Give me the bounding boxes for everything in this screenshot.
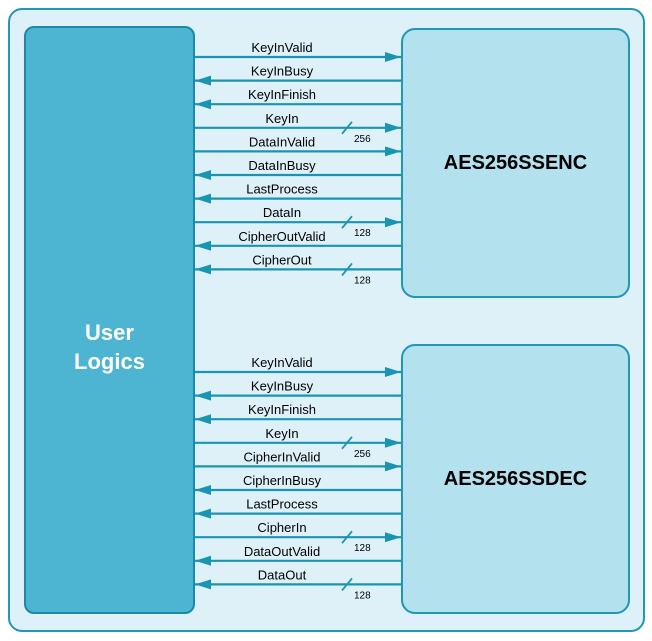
decoder-signal-label: DataOut	[258, 567, 307, 582]
decoder-arrowhead-LastProcess	[195, 508, 211, 519]
encoder-signal-label: DataInBusy	[248, 158, 316, 173]
decoder-signal-label: LastProcess	[246, 497, 318, 512]
decoder-bus-slash	[341, 530, 353, 544]
decoder-signal-label: KeyInValid	[251, 355, 312, 370]
decoder-arrowhead-DataOut	[195, 579, 211, 590]
encoder-signal-label: LastProcess	[246, 182, 318, 197]
encoder-signal-label: KeyIn	[265, 111, 298, 126]
encoder-signal-label: KeyInValid	[251, 40, 312, 55]
decoder-arrowhead-KeyInBusy	[195, 390, 211, 401]
encoder-arrowhead-CipherOutValid	[195, 240, 211, 251]
decoder-arrowhead-CipherInBusy	[195, 485, 211, 495]
decoder-bus-width-label: 128	[354, 590, 371, 601]
encoder-bus-slash	[341, 262, 353, 276]
decoder-arrowhead-CipherIn	[385, 532, 401, 543]
decoder-title: AES256SSDEC	[443, 467, 588, 490]
decoder-arrowhead-DataOutValid	[195, 555, 211, 566]
decoder-signal-label: CipherInValid	[243, 449, 320, 464]
encoder-signal-label: DataIn	[263, 205, 301, 220]
decoder-block: AES256SSDEC	[401, 344, 630, 614]
decoder-bus-slash	[341, 436, 353, 450]
decoder-signal-label: KeyInBusy	[251, 379, 314, 394]
encoder-signal-label: CipherOutValid	[238, 229, 325, 244]
encoder-bus-slash	[341, 121, 353, 135]
encoder-signal-label: KeyInFinish	[248, 87, 316, 102]
decoder-signal-label: KeyIn	[265, 426, 298, 441]
encoder-arrowhead-KeyIn	[385, 122, 401, 133]
encoder-signal-label: CipherOut	[252, 252, 312, 267]
encoder-bus-width-label: 128	[354, 275, 371, 286]
encoder-arrowhead-KeyInFinish	[195, 99, 211, 110]
decoder-arrowhead-CipherInValid	[385, 461, 401, 472]
encoder-arrowhead-KeyInBusy	[195, 75, 211, 86]
encoder-bus-width-label: 128	[354, 228, 371, 239]
encoder-title: AES256SSENC	[443, 151, 588, 174]
encoder-arrowhead-CipherOut	[195, 264, 211, 275]
encoder-arrowhead-LastProcess	[195, 193, 211, 204]
decoder-signal-label: DataOutValid	[244, 544, 320, 559]
encoder-block: AES256SSENC	[401, 28, 630, 298]
encoder-arrowhead-DataInBusy	[195, 170, 211, 180]
decoder-arrowhead-KeyInFinish	[195, 414, 211, 425]
decoder-signal-label: KeyInFinish	[248, 402, 316, 417]
encoder-signal-group: KeyInValidKeyInBusyKeyInFinishKeyIn256Da…	[195, 40, 401, 286]
decoder-bus-width-label: 128	[354, 543, 371, 554]
encoder-arrowhead-KeyInValid	[385, 52, 401, 62]
user-logics-block: User Logics	[24, 26, 195, 614]
encoder-arrowhead-DataInValid	[385, 146, 401, 157]
encoder-bus-width-label: 256	[354, 134, 371, 145]
encoder-arrowhead-DataIn	[385, 217, 401, 228]
decoder-bus-width-label: 256	[354, 449, 371, 460]
decoder-signal-group: KeyInValidKeyInBusyKeyInFinishKeyIn256Ci…	[195, 355, 401, 601]
decoder-signal-label: CipherInBusy	[243, 473, 322, 488]
encoder-signal-label: KeyInBusy	[251, 64, 314, 79]
decoder-arrowhead-KeyIn	[385, 437, 401, 448]
encoder-signal-label: DataInValid	[249, 134, 315, 149]
encoder-bus-slash	[341, 215, 353, 229]
decoder-signal-label: CipherIn	[257, 520, 306, 535]
user-logics-label: User Logics	[74, 320, 145, 374]
decoder-bus-slash	[341, 577, 353, 591]
decoder-arrowhead-KeyInValid	[385, 367, 401, 377]
